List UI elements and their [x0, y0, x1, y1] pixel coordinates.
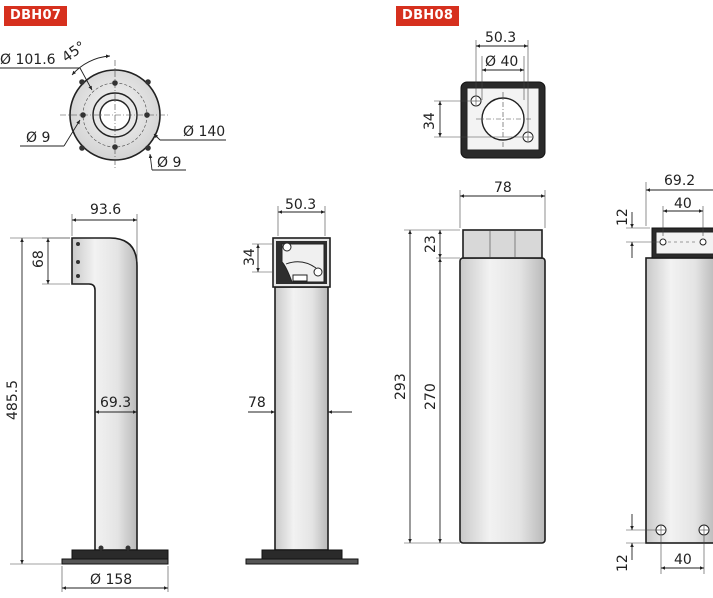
dbh08-cap-height-label: 23 [423, 235, 439, 253]
dbh07-side-view: 93.6 68 485.5 69.3 Ø 158 [5, 202, 169, 592]
dbh07-total-height-label: 485.5 [5, 380, 21, 420]
dbh07-base-dia-label: Ø 158 [90, 572, 132, 588]
dbh07-bolt-circle-label: Ø 101.6 [0, 52, 56, 68]
dbh07-arm-height-label: 68 [31, 250, 47, 268]
dbh08-body-height-label: 270 [423, 383, 439, 410]
dbh07-outer-dia-label: Ø 140 [183, 124, 225, 140]
dbh08-total-height-label: 293 [393, 373, 409, 400]
dbh08-badge: DBH08 [396, 6, 460, 26]
dbh08-top-height-label: 34 [422, 112, 438, 130]
dbh07-hole-a-label: Ø 9 [26, 130, 50, 146]
dbh07-pole-width-label: 69.3 [100, 395, 131, 411]
dbh07-top-view: 45° Ø 101.6 Ø 9 Ø 140 Ø 9 [0, 39, 226, 171]
dbh08-hole-spacing-top-label: 40 [674, 196, 692, 212]
dbh08-hole-spacing-bottom-label: 40 [674, 552, 692, 568]
dbh08-bottom-offset-label: 12 [615, 554, 631, 572]
dbh07-top-width-label: 50.3 [285, 197, 316, 213]
dbh08-top-view: 50.3 Ø 40 34 [422, 30, 546, 159]
dbh08-top-width-label: 50.3 [485, 30, 516, 46]
dbh08-front-view: 78 23 270 293 [393, 180, 546, 544]
dbh07-pole-width-label-front: 78 [248, 395, 266, 411]
dbh08-top-offset-label: 12 [615, 208, 631, 226]
dbh07-front-view: 50.3 34 78 [242, 197, 359, 565]
dbh08-hole-dia-label: Ø 40 [485, 54, 518, 70]
dbh07-arm-width-label: 93.6 [90, 202, 121, 218]
dbh08-side-width-label: 69.2 [664, 173, 695, 189]
dbh07-angle-label: 45° [59, 39, 89, 66]
dbh08-front-width-label: 78 [494, 180, 512, 196]
dbh07-hole-b-label: Ø 9 [157, 155, 181, 171]
dbh07-badge: DBH07 [4, 6, 68, 26]
dbh08-side-view: 69.2 40 12 12 40 [615, 173, 713, 574]
dbh07-top-height-label: 34 [242, 248, 258, 266]
